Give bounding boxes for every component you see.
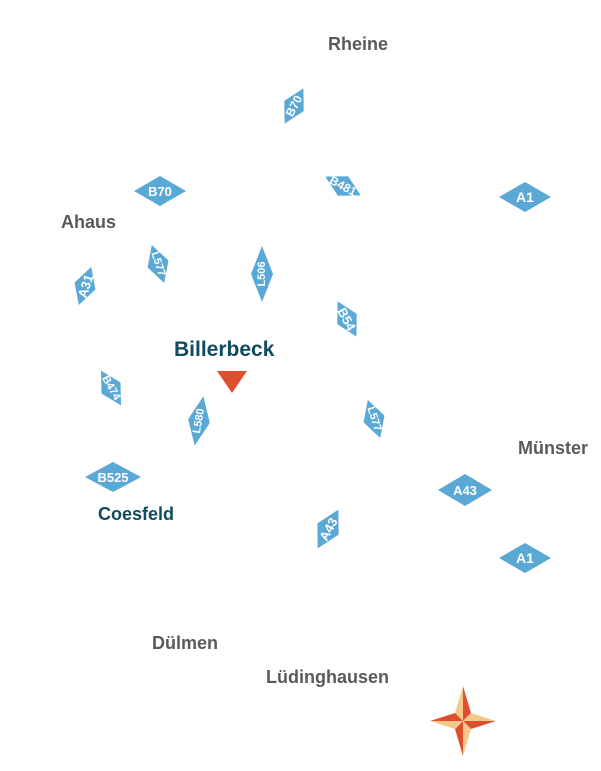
road-label: B70 — [148, 183, 172, 199]
city-label-ahaus: Ahaus — [61, 212, 117, 232]
road-shield-b525: B525 — [85, 462, 141, 492]
road-shield-l580: L580 — [184, 394, 214, 447]
shield-diamond-shape — [438, 474, 492, 506]
city-label-muenster: Münster — [518, 438, 589, 458]
road-label: B525 — [97, 469, 129, 485]
city-label-coesfeld: Coesfeld — [98, 504, 175, 524]
shield-diamond-shape — [251, 246, 273, 302]
road-label: L506 — [256, 261, 268, 287]
shield-diamond-shape — [325, 176, 361, 196]
shield-diamond-shape — [363, 399, 385, 439]
city-label-duelmen: Dülmen — [152, 633, 219, 653]
road-label: A1 — [516, 550, 534, 566]
shield-diamond-shape — [74, 266, 96, 306]
road-shield-b70-north: B70 — [275, 83, 313, 129]
road-label: A1 — [516, 189, 534, 205]
road-shield-l577-east: L577 — [357, 397, 390, 442]
shield-diamond-shape — [317, 509, 339, 549]
road-shield-b474: B474 — [91, 365, 130, 411]
city-label-billerbeck: Billerbeck — [174, 338, 275, 361]
road-shield-b481: B481 — [320, 167, 366, 205]
road-shield-a43-east: A43 — [438, 474, 492, 506]
shield-diamond-shape — [147, 244, 169, 284]
shield-diamond-shape — [85, 462, 141, 492]
road-shield-a1-south: A1 — [499, 543, 551, 573]
location-marker-icon — [217, 371, 247, 393]
city-label-rheine: Rheine — [328, 34, 389, 54]
shield-diamond-shape — [101, 370, 121, 406]
shield-diamond-shape — [499, 182, 551, 212]
road-shield-b54: B54 — [328, 296, 366, 342]
shield-diamond-shape — [188, 396, 210, 446]
shield-diamond-shape — [337, 301, 357, 337]
shield-diamond-shape — [499, 543, 551, 573]
road-shield-l577-west: L577 — [141, 242, 174, 287]
city-label-luedinghausen: Lüdinghausen — [266, 667, 389, 687]
road-shield-a1-north: A1 — [499, 182, 551, 212]
compass-icon — [430, 686, 496, 756]
shield-diamond-shape — [134, 176, 186, 206]
road-label: A43 — [453, 482, 477, 498]
road-shield-b70-west: B70 — [134, 176, 186, 206]
road-shield-a31: A31 — [68, 264, 101, 309]
road-shield-l506: L506 — [251, 246, 273, 302]
road-shield-a43-south: A43 — [307, 504, 349, 554]
shield-diamond-shape — [284, 88, 304, 124]
